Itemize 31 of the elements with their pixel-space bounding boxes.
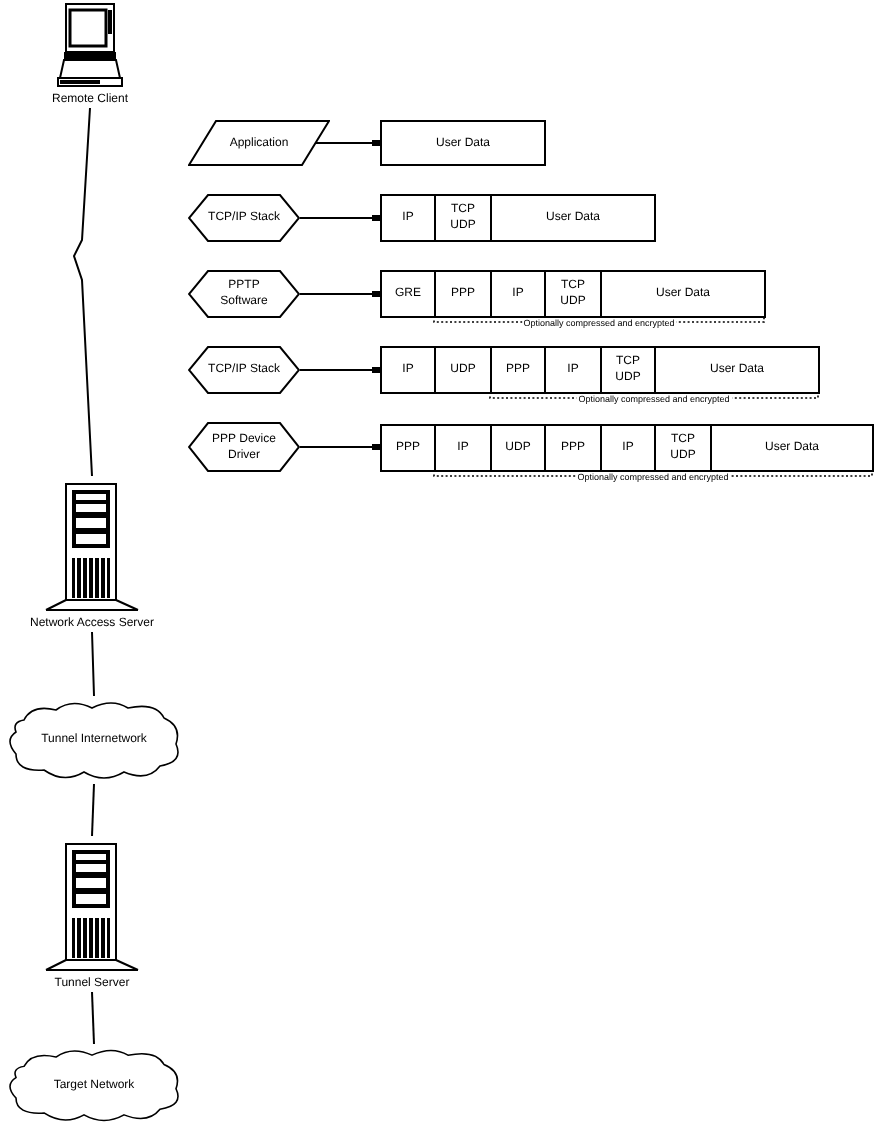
packet-field bbox=[490, 346, 546, 394]
packet-field bbox=[544, 270, 602, 318]
packet-field bbox=[434, 424, 492, 472]
packet-field bbox=[434, 270, 492, 318]
packet-field bbox=[654, 424, 712, 472]
packet-field bbox=[380, 424, 436, 472]
connector-line bbox=[299, 444, 381, 450]
packet-field bbox=[490, 194, 656, 242]
connector-line bbox=[315, 140, 381, 146]
packet-field bbox=[490, 270, 546, 318]
packet-field bbox=[380, 120, 546, 166]
packet-field bbox=[544, 424, 602, 472]
connection-line bbox=[91, 991, 95, 1045]
packet-field bbox=[380, 194, 436, 242]
packet-field bbox=[600, 424, 656, 472]
packet-field bbox=[710, 424, 874, 472]
packet-field bbox=[654, 346, 820, 394]
connection-line bbox=[91, 783, 95, 837]
packet-field bbox=[434, 346, 492, 394]
packet-field bbox=[434, 194, 492, 242]
packet-field bbox=[600, 346, 656, 394]
connector-line bbox=[299, 291, 381, 297]
packet-field bbox=[380, 346, 436, 394]
packet-field bbox=[490, 424, 546, 472]
connector-line bbox=[299, 215, 381, 221]
connection-line bbox=[91, 631, 95, 697]
connector-line bbox=[299, 367, 381, 373]
packet-field bbox=[380, 270, 436, 318]
connection-line bbox=[72, 107, 93, 477]
packet-field bbox=[544, 346, 602, 394]
packet-field bbox=[600, 270, 766, 318]
